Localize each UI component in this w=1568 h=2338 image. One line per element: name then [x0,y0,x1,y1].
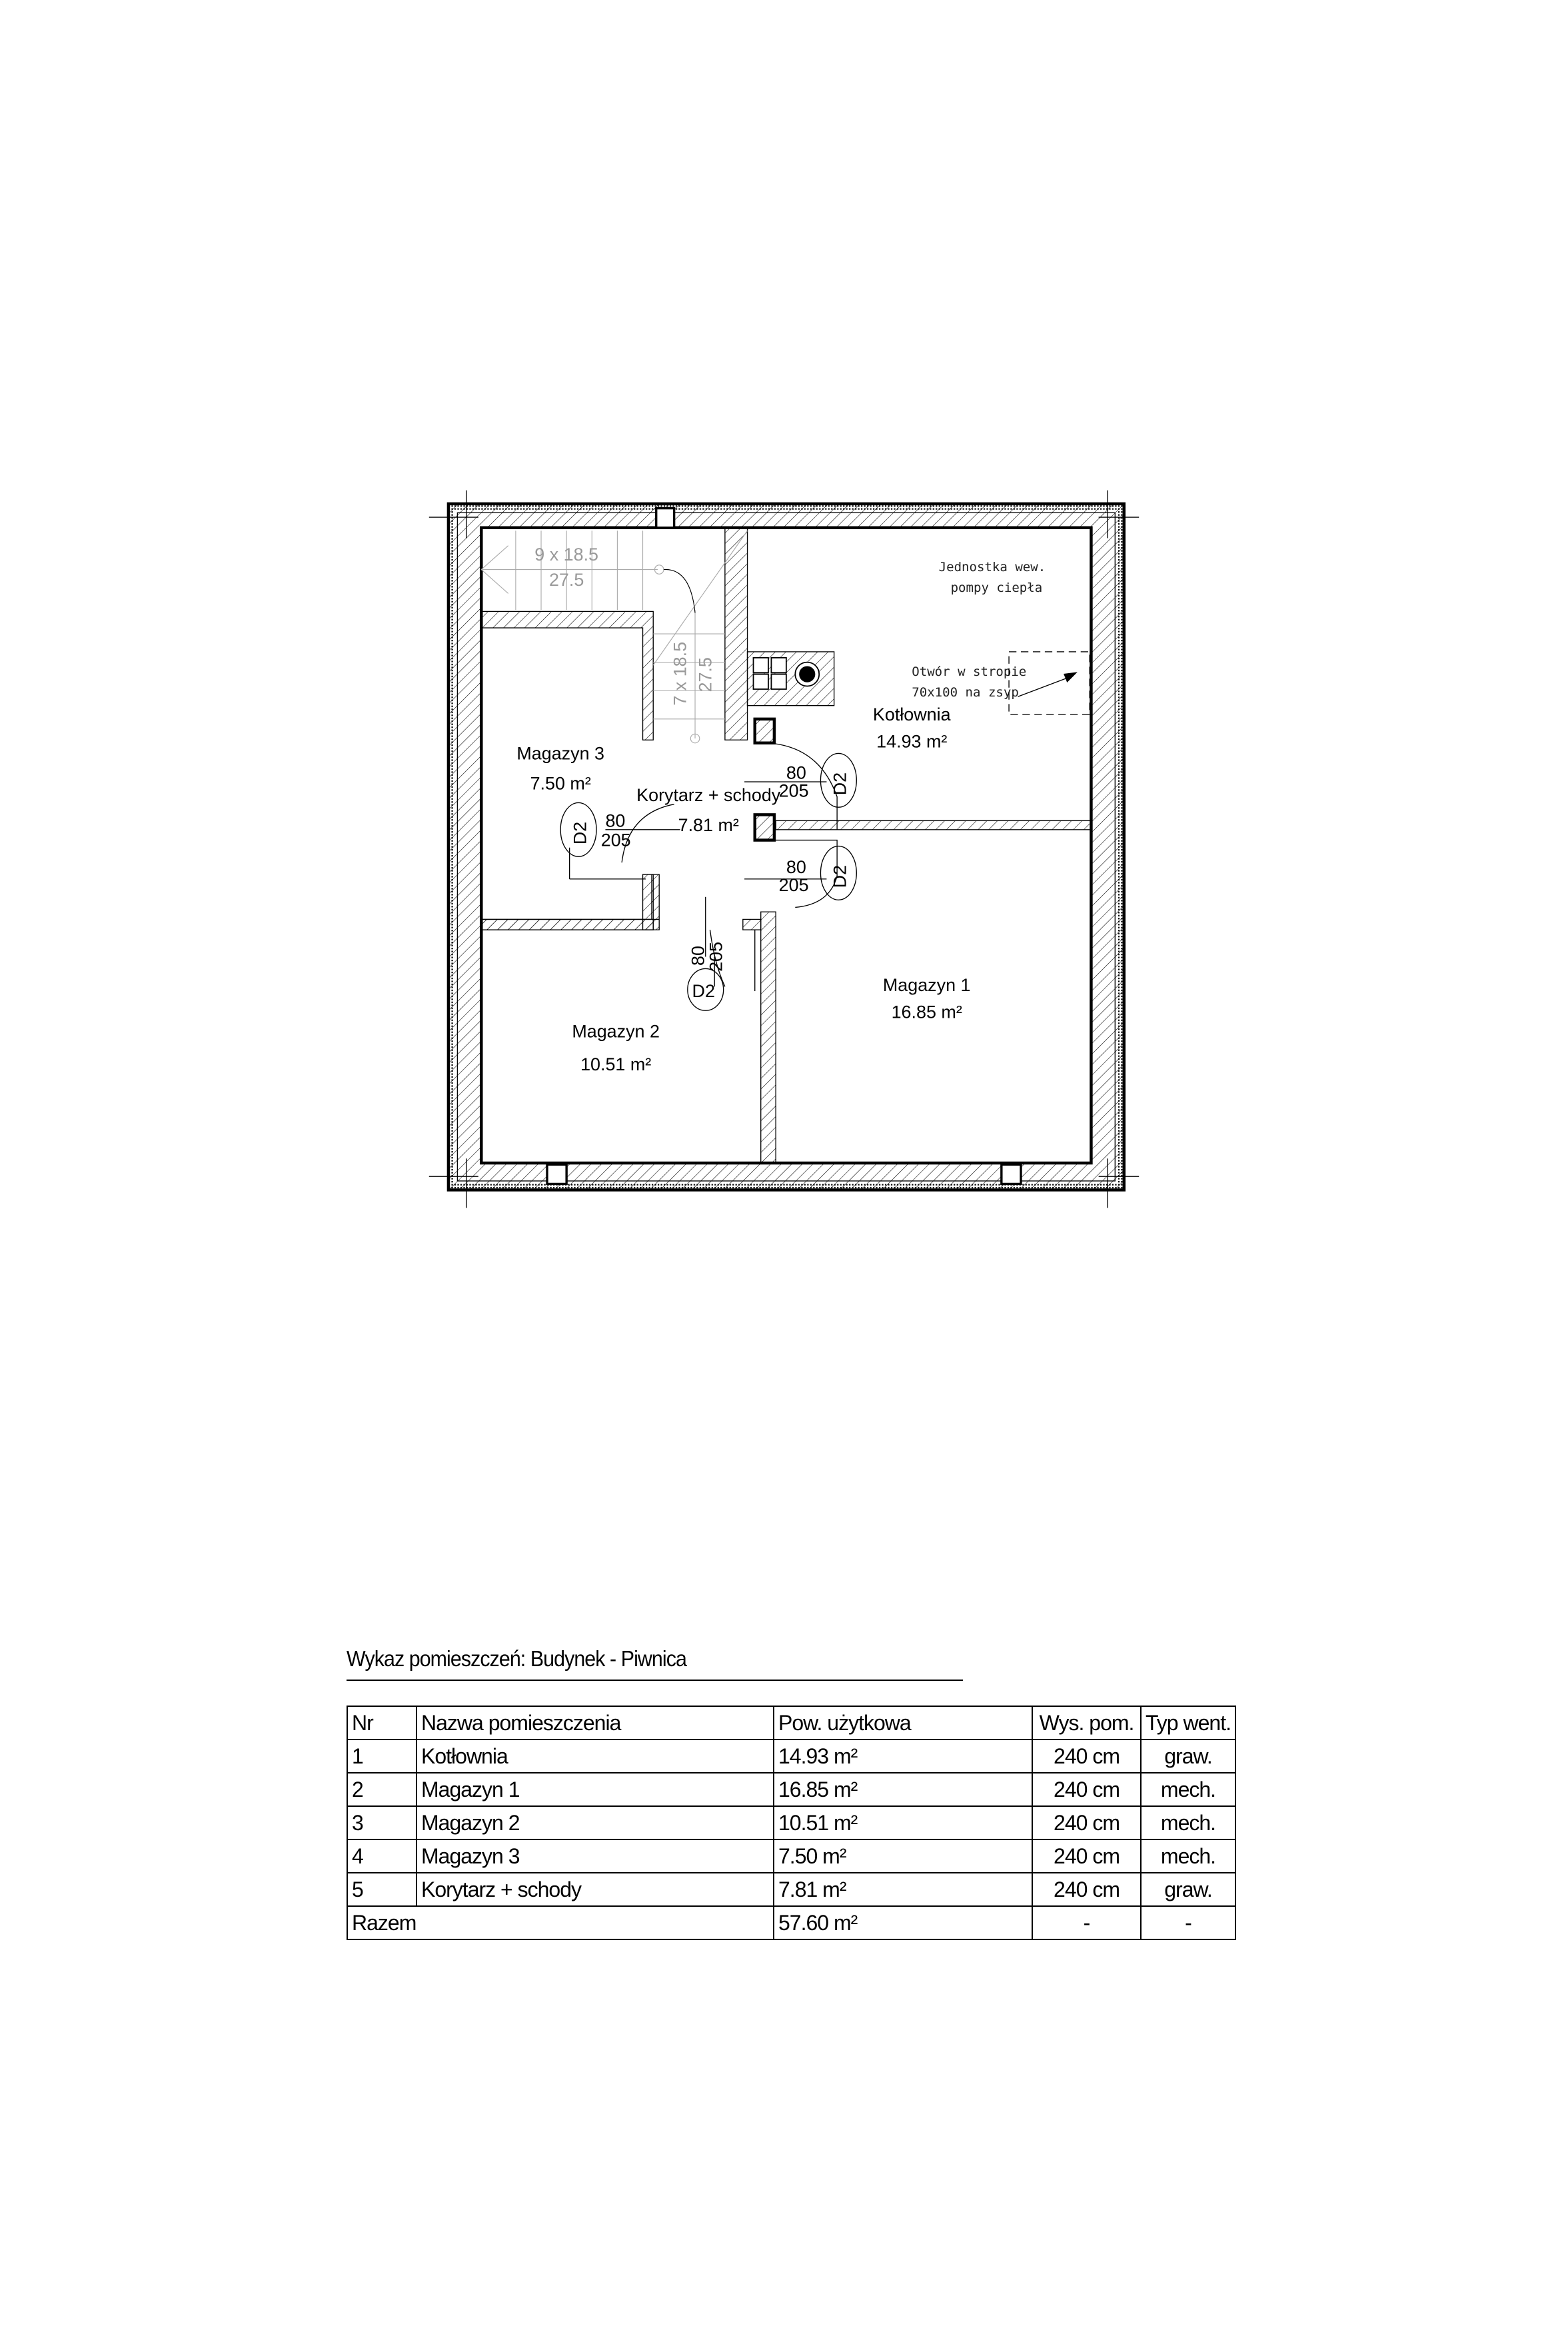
total-label: Razem [347,1905,774,1940]
svg-text:D2: D2 [692,981,715,1001]
cell-nr: 3 [347,1805,417,1840]
room-area-magazyn-1: 16.85 m² [892,1002,962,1022]
door-swings [568,742,838,992]
note-opening-line2: 70x100 na zsyp [912,685,1019,700]
total-vent: - [1140,1905,1236,1940]
room-name-kotlownia: Kotłownia [873,704,951,724]
cell-vent: graw. [1140,1739,1236,1773]
svg-text:D2: D2 [570,822,590,844]
header-height: Wys. pom. [1032,1706,1142,1740]
door-tag-2: D2 80 205 [560,802,631,857]
cell-height: 240 cm [1032,1872,1142,1907]
chimney-ducts [752,657,820,690]
svg-text:205: 205 [601,830,631,850]
cell-vent: mech. [1140,1772,1236,1807]
exterior-wall [446,502,1126,1192]
svg-text:80: 80 [688,946,708,966]
room-name-magazyn-3: Magazyn 3 [516,743,604,763]
note-heat-pump-line2: pompy ciepła [951,581,1043,595]
stairs-lower-rise: 7 x 18.5 [670,642,690,706]
total-height: - [1032,1905,1142,1940]
svg-text:205: 205 [706,942,726,972]
svg-text:D2: D2 [830,772,850,795]
cell-name: Magazyn 3 [416,1839,774,1873]
table-total-row: Razem 57.60 m² - - [347,1905,1236,1940]
svg-text:205: 205 [779,875,809,895]
cell-nr: 4 [347,1839,417,1873]
cell-nr: 5 [347,1872,417,1907]
door-tag-3: D2 80 205 [779,845,857,900]
header-vent: Typ went. [1140,1706,1236,1740]
svg-text:80: 80 [605,810,625,830]
header-name: Nazwa pomieszczenia [416,1706,774,1740]
cell-height: 240 cm [1032,1839,1142,1873]
columns [753,717,776,842]
cell-area: 14.93 m² [773,1739,1033,1773]
header-nr: Nr [347,1706,417,1740]
cell-vent: graw. [1140,1872,1236,1907]
cell-name: Korytarz + schody [416,1872,774,1907]
note-opening-line1: Otwór w stropie [912,664,1026,679]
door-tag-4: D2 80 205 [687,942,726,1011]
stairs-lower-run: 27.5 [696,657,716,692]
door-tag-1: D2 80 205 [779,752,857,808]
room-name-magazyn-1: Magazyn 1 [883,975,971,995]
stairs-upper-run: 27.5 [549,570,584,590]
cell-vent: mech. [1140,1805,1236,1840]
total-area: 57.60 m² [773,1905,1033,1940]
svg-text:D2: D2 [830,865,850,888]
svg-text:205: 205 [779,781,809,801]
room-area-magazyn-3: 7.50 m² [530,773,591,793]
title-underline [347,1680,963,1681]
room-area-korytarz: 7.81 m² [678,815,739,835]
cell-height: 240 cm [1032,1805,1142,1840]
table-title: Wykaz pomieszczeń: Budynek - Piwnica [347,1646,687,1671]
table-header-row: Nr Nazwa pomieszczenia Pow. użytkowa Wys… [347,1706,1236,1740]
stairs [480,530,748,744]
cell-area: 7.50 m² [773,1839,1033,1873]
cell-area: 16.85 m² [773,1772,1033,1807]
room-name-korytarz: Korytarz + schody [636,785,781,805]
cell-name: Magazyn 1 [416,1772,774,1807]
cell-nr: 2 [347,1772,417,1807]
room-area-kotlownia: 14.93 m² [876,731,947,751]
cell-name: Kotłownia [416,1739,774,1773]
cell-name: Magazyn 2 [416,1805,774,1840]
stairs-upper-rise: 9 x 18.5 [534,545,598,565]
cell-vent: mech. [1140,1839,1236,1873]
room-name-magazyn-2: Magazyn 2 [572,1022,660,1042]
svg-text:80: 80 [786,857,806,877]
note-heat-pump-line1: Jednostka wew. [939,560,1046,575]
cell-area: 10.51 m² [773,1805,1033,1840]
svg-text:80: 80 [786,763,806,783]
room-list-table: Nr Nazwa pomieszczenia Pow. użytkowa Wys… [347,1706,1236,1940]
ceiling-opening [1008,651,1090,715]
header-area: Pow. użytkowa [773,1706,1033,1740]
cell-height: 240 cm [1032,1739,1142,1773]
cell-area: 7.81 m² [773,1872,1033,1907]
cell-height: 240 cm [1032,1772,1142,1807]
room-area-magazyn-2: 10.51 m² [580,1054,651,1074]
cell-nr: 1 [347,1739,417,1773]
